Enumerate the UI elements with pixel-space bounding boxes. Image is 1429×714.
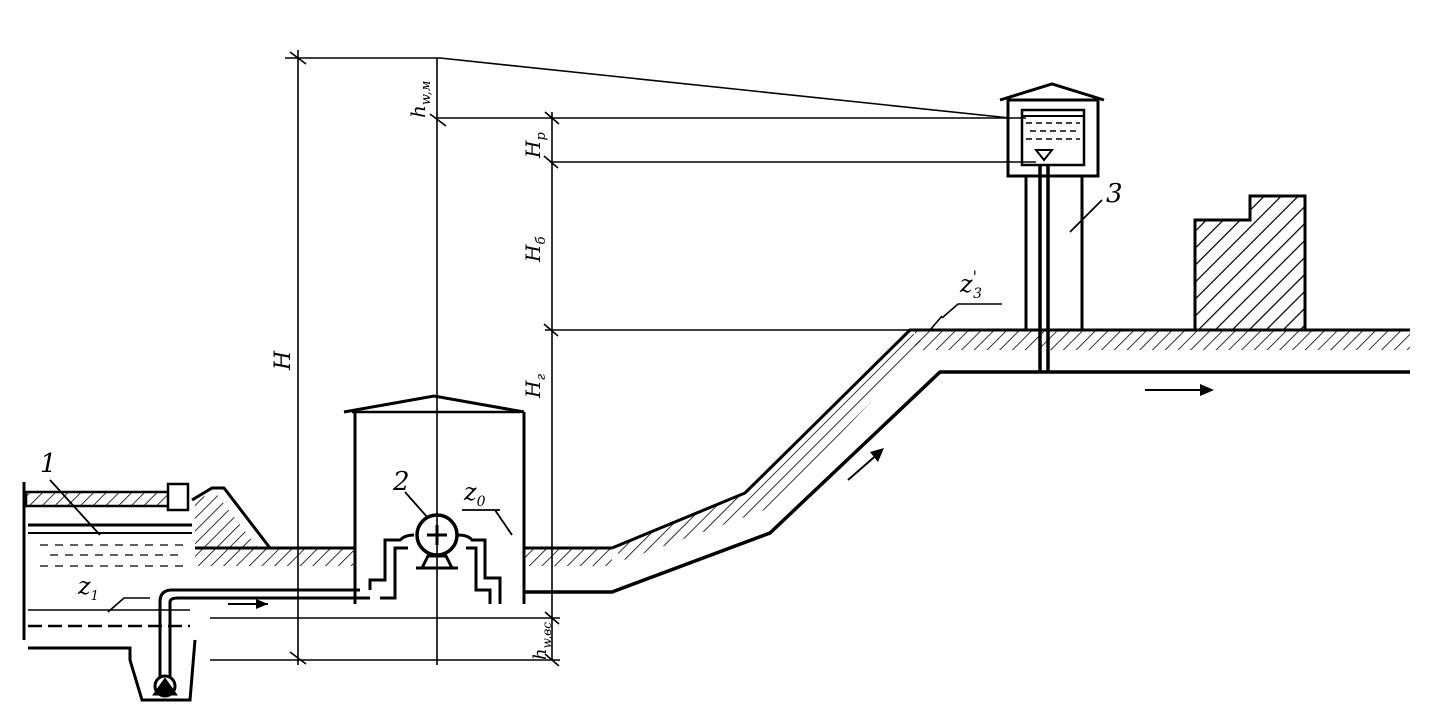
water-tower	[999, 82, 1105, 372]
label-Hr: Hг	[521, 374, 549, 399]
suction-pipe	[152, 588, 370, 698]
label-H: H	[271, 350, 296, 371]
ground-surface	[195, 328, 1410, 566]
label-item-1: 1	[40, 449, 57, 479]
label-hw-delivery: hw,м	[406, 81, 434, 118]
pump-station-building	[343, 394, 526, 604]
label-z3: z'3	[959, 267, 982, 302]
label-z0: z0	[463, 478, 486, 510]
label-H-tower: Hб	[521, 237, 549, 263]
label-hw-suction: hw,вс	[530, 622, 554, 660]
delivery-pipe	[524, 370, 1410, 594]
water-source-reservoir	[22, 479, 272, 702]
label-item-3: 3	[1106, 179, 1123, 209]
label-z1: z1	[77, 572, 99, 604]
label-item-2: 2	[392, 467, 410, 497]
consumer-building	[1193, 194, 1307, 332]
dimension-lines	[107, 50, 1036, 667]
label-Hp: Hp	[521, 132, 549, 159]
